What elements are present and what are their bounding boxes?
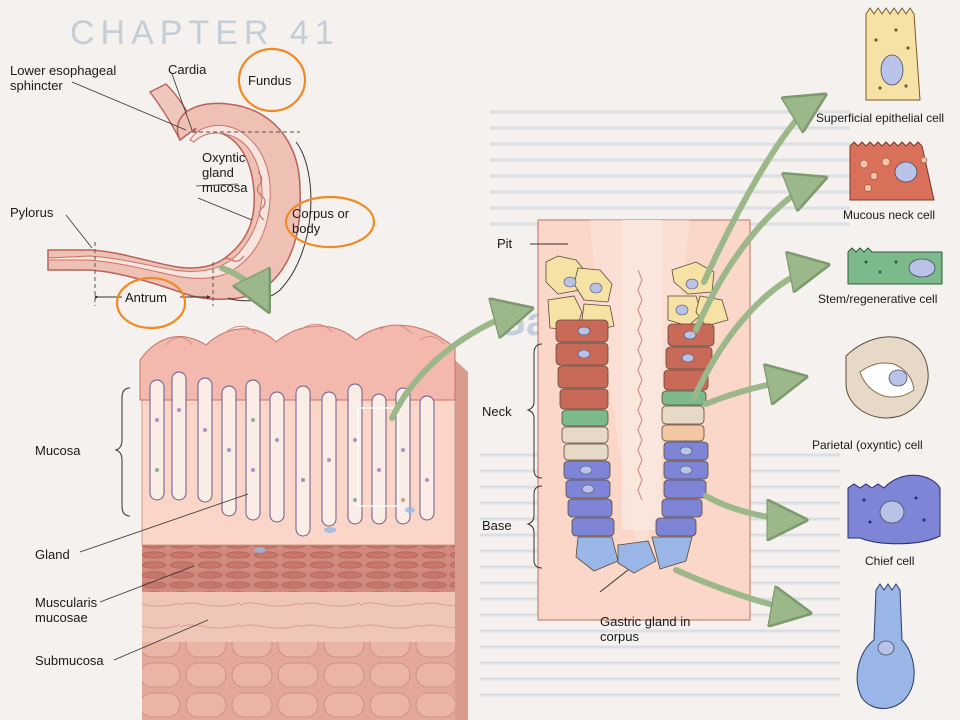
parietal-oxyntic-cell [845, 336, 929, 419]
gland-zoom-box [357, 407, 399, 507]
label-cardia: Cardia [168, 62, 207, 77]
connector-arrows [219, 98, 822, 612]
label-chief-cell: Chief cell [865, 554, 915, 568]
label-parietal-oxyntic-cell: Parietal (oxyntic) cell [812, 438, 923, 452]
neck-base-brackets [526, 243, 629, 593]
label-gland: Gland [35, 547, 70, 562]
stomach-outline [47, 83, 312, 306]
label-antrum: Antrum [125, 290, 167, 305]
highlight-circles [115, 47, 376, 330]
arrow-to-endocrine [673, 567, 804, 612]
label-pylorus: Pylorus [10, 205, 54, 220]
label-pit: Pit [497, 236, 513, 251]
wall-leader-lines [79, 493, 249, 661]
label-lower-esophageal-sphincter: Lower esophageal sphincter [10, 63, 117, 93]
label-submucosa: Submucosa [35, 653, 104, 668]
label-mucous-neck-cell: Mucous neck cell [843, 208, 936, 222]
label-mucosa: Mucosa [35, 443, 81, 458]
background-chapter-heading: CHAPTER 41 [70, 14, 340, 52]
arrow-to-stem [691, 266, 822, 401]
stomach-leader-lines [65, 73, 253, 249]
label-muscularis-mucosae: Muscularis mucosae [35, 595, 98, 625]
stem-regenerative-cell [847, 247, 943, 285]
fundus-highlight-circle [237, 47, 307, 113]
chief-cell [847, 474, 941, 545]
label-stem-regenerative-cell: Stem/regenerative cell [818, 292, 938, 306]
label-corpus-or-body: Corpus or body [292, 206, 350, 236]
parietal-cells [561, 405, 705, 461]
endocrine-cell [856, 583, 915, 709]
corpus-highlight-circle [284, 195, 376, 249]
arrow-to-parietal [703, 378, 800, 407]
label-superficial-epithelial-cell: Superficial epithelial cell [816, 111, 945, 125]
arrow-to-chief [703, 493, 800, 520]
mucosa-gland-tubes [149, 371, 435, 537]
antrum-highlight-circle [115, 276, 187, 330]
label-oxyntic-gland-mucosa: Oxyntic gland mucosa [202, 150, 248, 195]
arrow-to-superficial [701, 98, 820, 285]
arrow-block-to-gland [389, 310, 526, 421]
label-base: Base [482, 518, 512, 533]
mucosa-gland-cell-dots [155, 408, 429, 502]
chief-cells [563, 441, 709, 537]
base-cells [575, 536, 693, 574]
stomach-wall-block [139, 323, 468, 720]
arrow-stomach-to-block [219, 265, 266, 306]
mucosa-bracket [114, 387, 131, 517]
label-neck: Neck [482, 404, 512, 419]
arrow-to-mucous-neck [693, 180, 820, 333]
mucous-neck-cell [849, 141, 935, 201]
label-fundus: Fundus [248, 73, 292, 88]
label-gastric-gland-in-corpus: Gastric gland in corpus [600, 614, 691, 644]
superficial-epithelial-cell [865, 7, 921, 101]
